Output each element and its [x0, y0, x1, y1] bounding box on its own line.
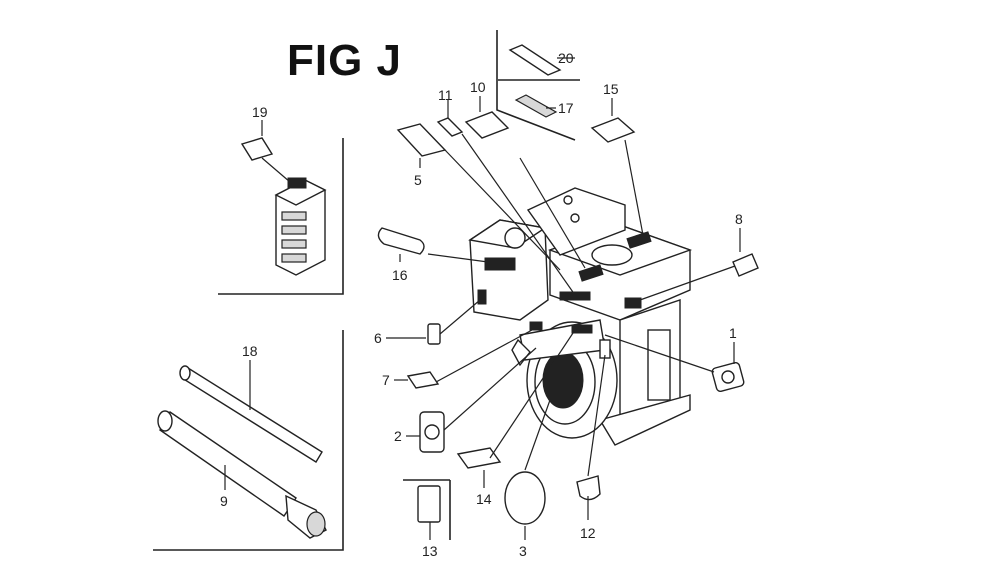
callout-14: 14	[476, 491, 492, 507]
callout-1: 1	[729, 325, 737, 341]
part-12-decal	[576, 475, 601, 501]
part-9-wrench	[157, 410, 327, 539]
part-16-decal	[377, 227, 425, 255]
engine-assembly	[468, 187, 693, 446]
part-15-decal	[590, 117, 636, 143]
callouts: 19 20 17 10 11 15 5 16 8 6 7 2 14 3 12 1…	[220, 50, 743, 559]
figure-title: FIG J	[287, 36, 403, 85]
callout-13: 13	[422, 543, 438, 559]
callout-15: 15	[603, 81, 619, 97]
frame-lines	[153, 30, 580, 551]
callout-3: 3	[519, 543, 527, 559]
callout-7: 7	[382, 372, 390, 388]
part-11-decal	[436, 117, 464, 137]
part-7-decal	[406, 371, 440, 389]
callout-8: 8	[735, 211, 743, 227]
part-19-decal	[240, 137, 274, 161]
part-17-decal	[514, 94, 558, 118]
callout-20: 20	[558, 50, 574, 66]
part-14-decal	[456, 447, 502, 469]
part-20-decal	[508, 44, 562, 76]
callout-6: 6	[374, 330, 382, 346]
leader-lines	[224, 57, 741, 540]
part-10-decal	[464, 111, 510, 139]
callout-11: 11	[438, 87, 453, 103]
callout-5: 5	[414, 172, 422, 188]
part-5-decal	[396, 123, 447, 157]
callout-16: 16	[392, 267, 408, 283]
part-2-plate	[419, 411, 445, 453]
part-3-decal	[504, 471, 546, 525]
callout-12: 12	[580, 525, 596, 541]
callout-2: 2	[394, 428, 402, 444]
part-8-decal	[732, 253, 759, 277]
part-1-plate	[711, 361, 745, 393]
muffler-protector	[274, 177, 327, 276]
callout-9: 9	[220, 493, 228, 509]
callout-17: 17	[558, 100, 574, 116]
part-6-decal	[427, 323, 441, 345]
callout-19: 19	[252, 104, 268, 120]
callout-18: 18	[242, 343, 258, 359]
part-13-decal	[417, 485, 441, 523]
part-18-tube	[179, 365, 323, 463]
callout-10: 10	[470, 79, 486, 95]
